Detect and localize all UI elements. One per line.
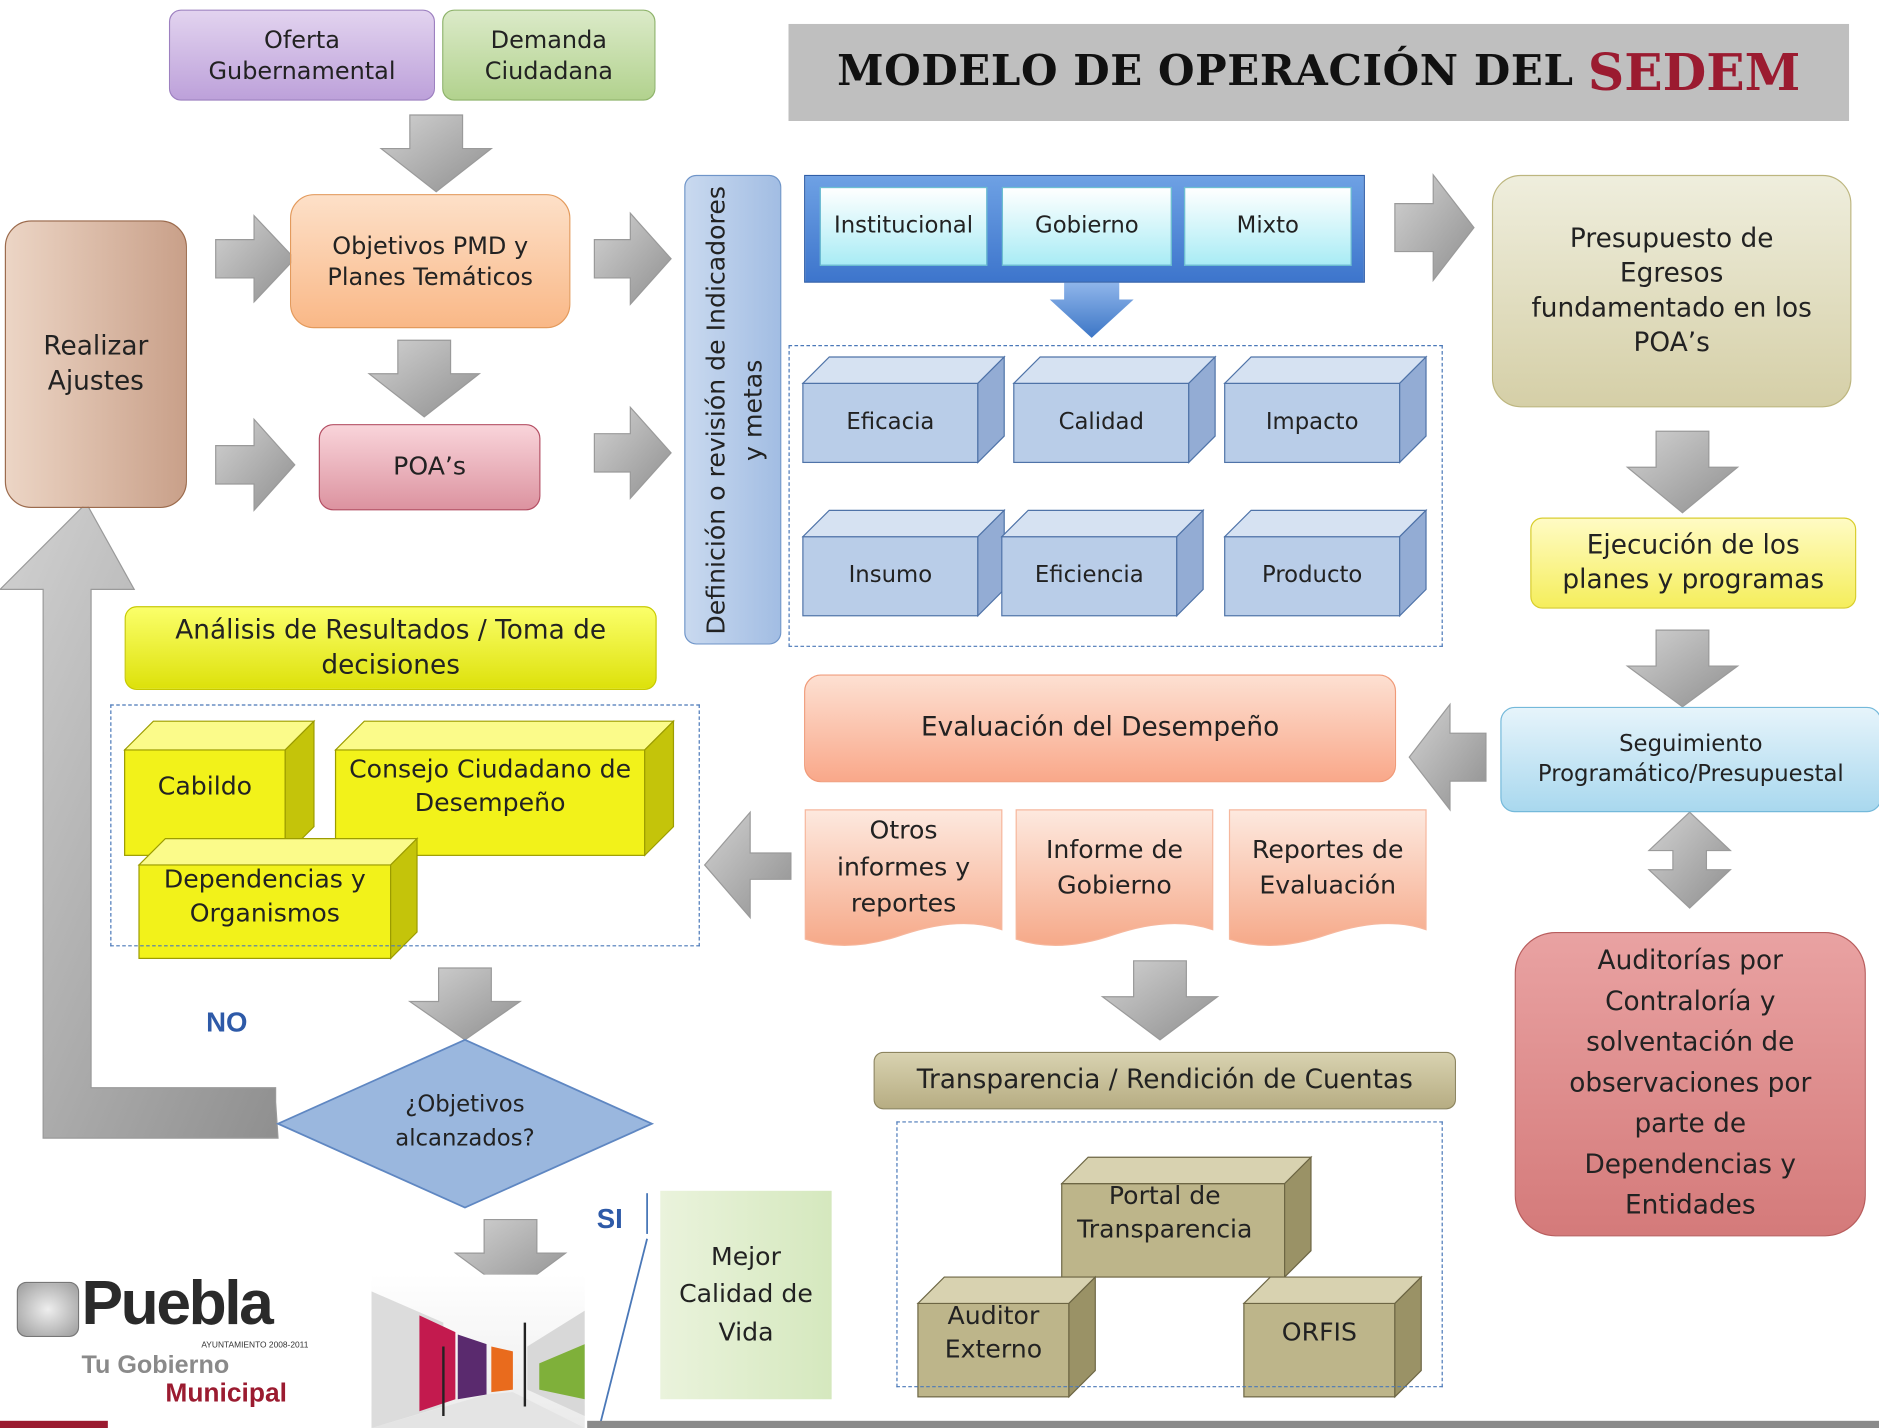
municipal-seal-icon — [16, 1281, 80, 1337]
arrow-ajustes-objetivos — [215, 214, 296, 304]
tipo-mixto: Mixto — [1183, 186, 1352, 266]
arrow-docs-analisis — [703, 810, 792, 920]
cube-impacto — [1223, 355, 1428, 464]
oferta-gubernamental-box: Oferta Gubernamental — [168, 9, 435, 101]
cube-consejo — [334, 719, 675, 857]
cube-dependencias — [137, 837, 419, 960]
doc-informe-gobierno: Informe de Gobierno — [1045, 834, 1183, 900]
cube-portal — [1060, 1155, 1313, 1279]
si-label: SI — [596, 1202, 623, 1234]
presupuesto-egresos-box: Presupuesto de Egresos fundamentado en l… — [1491, 174, 1852, 408]
puebla-logo: Puebla AYUNTAMIENTO 2008-2011 Tu Gobiern… — [10, 1267, 310, 1411]
dimension-producto: Producto — [1261, 562, 1363, 589]
decision-diamond — [275, 1038, 655, 1209]
tipo-gobierno: Gobierno — [1001, 186, 1172, 266]
cube-eficiencia — [1000, 508, 1205, 618]
arrow-presupuesto-down — [1625, 430, 1740, 514]
analisis-resultados-box: Análisis de Resultados / Toma de decisio… — [124, 606, 657, 691]
logo-ayuntamiento-text: AYUNTAMIENTO 2008-2011 — [201, 1341, 309, 1351]
arrow-tipos-dimensiones — [1049, 282, 1134, 338]
arrow-seguimiento-evaluacion — [1408, 702, 1487, 812]
arrow-decision-down — [453, 1218, 568, 1295]
decision-makers-frame — [110, 704, 700, 947]
street-photo-drawing — [371, 1291, 585, 1428]
logo-municipal-text: Municipal — [165, 1377, 287, 1408]
realizar-ajustes-box: Realizar Ajustes — [4, 220, 187, 508]
dimensiones-frame — [788, 345, 1443, 647]
cube-calidad — [1012, 355, 1217, 464]
ejecucion-planes-box: Ejecución de los planes y programas — [1530, 517, 1857, 609]
logo-puebla-text: Puebla — [81, 1268, 273, 1339]
logo-tu-gobierno-text: Tu Gobierno — [81, 1351, 230, 1379]
doc-shape-otros — [804, 809, 1003, 946]
arrow-objetivos-indicadores — [593, 211, 672, 306]
arrow-ejecucion-down — [1625, 629, 1740, 708]
title-highlight: SEDEM — [1587, 42, 1801, 102]
footer-rule — [587, 1420, 1879, 1428]
arrow-objetivos-down — [367, 339, 482, 418]
arrow-tipos-presupuesto — [1394, 173, 1475, 283]
cabildo-label: Cabildo — [157, 771, 253, 801]
dimension-eficacia: Eficacia — [846, 409, 935, 436]
doc-shape-reportes — [1228, 809, 1427, 946]
demanda-ciudadana-box: Demanda Ciudadana — [442, 9, 656, 101]
cube-eficacia — [801, 355, 1006, 464]
cube-insumo — [801, 508, 1006, 618]
evaluacion-desempeno-box: Evaluación del Desempeño — [804, 674, 1397, 783]
cube-cabildo — [123, 719, 316, 857]
seguimiento-programatico-box: Seguimiento Programático/Presupuestal — [1500, 706, 1879, 813]
arrow-seguimiento-auditorias — [1647, 811, 1732, 909]
objetivos-pmd-box: Objetivos PMD y Planes Temáticos — [289, 194, 571, 329]
cube-orfis — [1242, 1275, 1423, 1399]
tipo-institucional: Institucional — [819, 186, 988, 266]
arrow-analisis-down — [407, 967, 522, 1041]
arrow-poas-indicadores — [593, 405, 672, 500]
doc-shape-informe — [1015, 809, 1214, 946]
arrow-docs-down — [1100, 960, 1220, 1041]
consejo-ciudadano-label: Consejo Ciudadano de Desempeño — [349, 755, 632, 818]
title-banner: MODELO DE OPERACIÓN DEL SEDEM — [788, 23, 1850, 121]
arrow-ajustes-poas — [215, 417, 296, 512]
indicadores-metas-bar: Definición o revisión de Indicadores y m… — [684, 174, 782, 645]
transparencia-rendicion-box: Transparencia / Rendición de Cuentas — [873, 1051, 1456, 1110]
mejor-calidad-vida-box: Mejor Calidad de Vida — [660, 1190, 832, 1400]
cube-group — [123, 355, 1428, 1399]
title-prefix: MODELO DE OPERACIÓN DEL — [837, 47, 1574, 97]
dimension-insumo: Insumo — [848, 562, 933, 589]
auditor-externo-label: Auditor Externo — [944, 1301, 1043, 1364]
poas-box: POA’s — [318, 424, 541, 511]
orfis-label: ORFIS — [1281, 1317, 1357, 1347]
cube-producto — [1223, 508, 1428, 618]
evaluacion-docs-shapes — [804, 809, 1427, 946]
transparencia-frame — [896, 1121, 1443, 1388]
indicadores-metas-label: Definición o revisión de Indicadores y m… — [701, 186, 767, 635]
dimension-impacto: Impacto — [1265, 409, 1359, 436]
dimension-calidad: Calidad — [1058, 409, 1144, 436]
objetivos-alcanzados-label: ¿Objetivos alcanzados? — [395, 1091, 535, 1152]
doc-otros-informes: Otros informes y reportes — [836, 816, 971, 918]
no-label: NO — [206, 1006, 248, 1038]
portal-transparencia-label: Portal de Transparencia — [1077, 1181, 1253, 1244]
cube-auditor — [916, 1275, 1097, 1399]
arrow-inputs-down — [379, 114, 494, 193]
dependencias-organismos-label: Dependencias y Organismos — [163, 865, 366, 928]
doc-reportes-evaluacion: Reportes de Evaluación — [1252, 834, 1404, 900]
footer-accent-rule — [0, 1420, 108, 1428]
dimension-eficiencia: Eficiencia — [1034, 562, 1144, 589]
auditorias-contraloria-box: Auditorías por Contraloría y solventació… — [1514, 932, 1866, 1237]
street-photo — [371, 1274, 585, 1428]
